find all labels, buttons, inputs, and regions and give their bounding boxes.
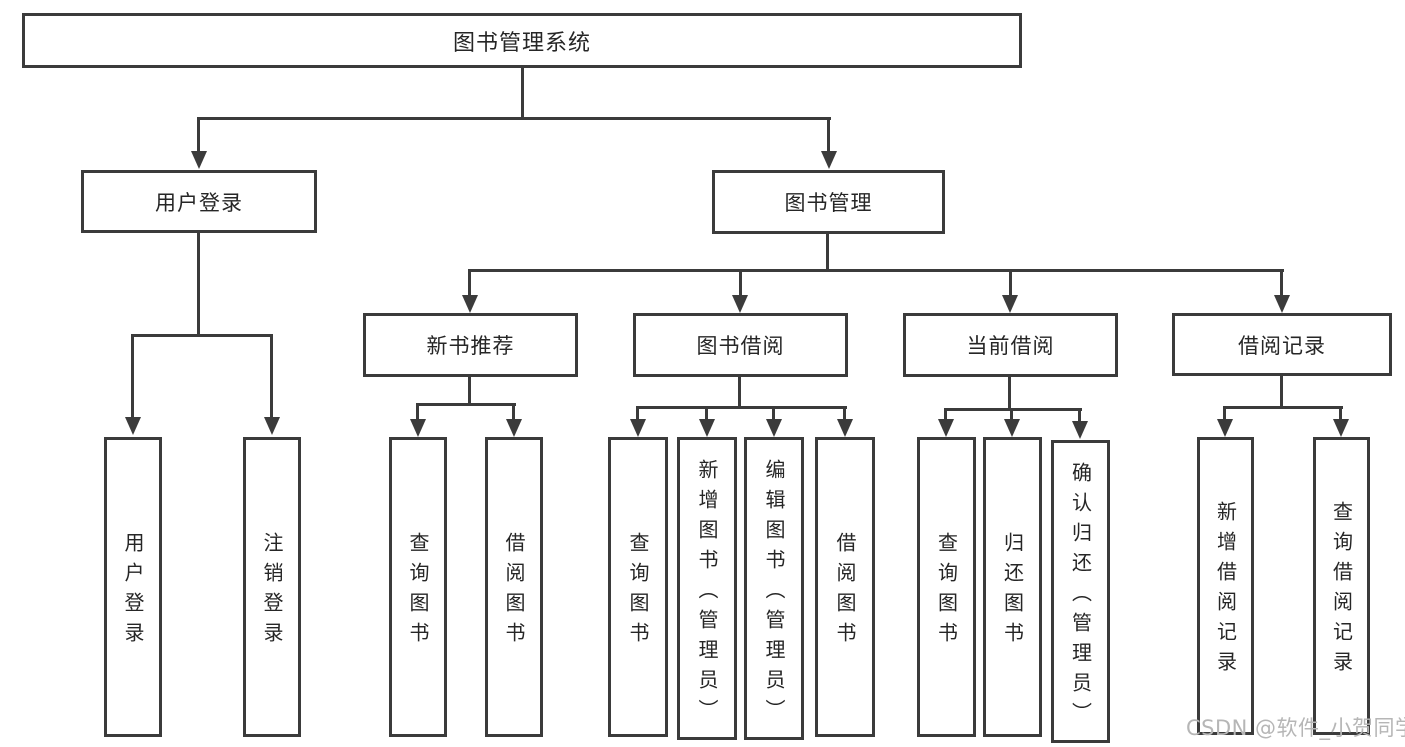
node-leaf-query-books-borrowing: 查询图书 (608, 437, 668, 737)
connector-drop-book-borrowing (739, 271, 742, 297)
connector-borrowing-records-rail (1223, 406, 1343, 409)
arrowhead-down-icon (191, 151, 207, 169)
node-leaf-query-borrow-record-label: 查询借阅记录 (1329, 501, 1354, 681)
arrowhead-down-icon (462, 295, 478, 313)
node-current-borrowing-label: 当前借阅 (966, 334, 1055, 358)
connector-book-borrowing-stem (738, 377, 741, 408)
connector-drop (1010, 410, 1013, 421)
connector-drop (1339, 408, 1342, 421)
connector-borrowing-records-stem (1280, 376, 1283, 408)
arrowhead-down-icon (837, 419, 853, 437)
node-leaf-confirm-return-admin: 确认归还（管理员） (1051, 440, 1110, 743)
node-root: 图书管理系统 (22, 13, 1022, 68)
node-leaf-add-borrow-record: 新增借阅记录 (1197, 437, 1254, 735)
arrowhead-down-icon (1217, 419, 1233, 437)
arrowhead-down-icon (821, 151, 837, 169)
node-leaf-logout-login-label: 注销登录 (260, 532, 284, 652)
node-current-borrowing: 当前借阅 (903, 313, 1118, 377)
arrowhead-down-icon (938, 419, 954, 437)
connector-root-rail (197, 117, 831, 120)
connector-root-stem (521, 68, 524, 118)
connector-book-management-stem (826, 234, 829, 272)
connector-drop (705, 408, 708, 421)
node-leaf-user-login: 用户登录 (104, 437, 162, 737)
node-book-borrowing-label: 图书借阅 (696, 334, 785, 358)
connector-drop-leaf-user-login (131, 336, 134, 417)
node-new-book-recommend-label: 新书推荐 (426, 334, 515, 358)
node-leaf-borrow-books-borrowing-label: 借阅图书 (833, 532, 857, 652)
node-leaf-return-books-label: 归还图书 (1000, 532, 1025, 652)
arrowhead-down-icon (630, 419, 646, 437)
node-borrowing-records-label: 借阅记录 (1238, 333, 1326, 358)
connector-drop-user-login (197, 119, 200, 152)
connector-user-login-stem (197, 233, 200, 336)
node-leaf-borrow-books-recommend-label: 借阅图书 (502, 532, 526, 652)
node-leaf-query-books-borrowing-label: 查询图书 (626, 532, 650, 652)
node-user-login-label: 用户登录 (155, 190, 243, 215)
connector-drop (416, 405, 419, 421)
node-root-label: 图书管理系统 (452, 30, 591, 56)
arrowhead-down-icon (1333, 419, 1349, 437)
node-leaf-logout-login: 注销登录 (243, 437, 301, 737)
connector-drop (1078, 410, 1081, 421)
node-leaf-edit-books-admin-label: 编辑图书（管理员） (762, 458, 786, 729)
node-leaf-query-books-recommend-label: 查询图书 (406, 532, 430, 652)
connector-drop-borrowing-records (1280, 271, 1283, 297)
connector-new-book-stem (468, 377, 471, 405)
node-leaf-query-books-current-label: 查询图书 (934, 532, 959, 652)
connector-drop (636, 408, 639, 421)
node-leaf-add-borrow-record-label: 新增借阅记录 (1213, 501, 1238, 681)
arrowhead-down-icon (1072, 421, 1088, 439)
node-leaf-borrow-books-recommend: 借阅图书 (485, 437, 543, 737)
watermark: CSDN @软件_小贺同学 (1186, 716, 1405, 740)
connector-user-login-rail (131, 334, 273, 337)
connector-current-borrowing-stem (1008, 377, 1011, 410)
node-new-book-recommend: 新书推荐 (363, 313, 578, 377)
arrowhead-down-icon (766, 419, 782, 437)
node-leaf-add-books-admin: 新增图书（管理员） (677, 437, 737, 740)
arrowhead-down-icon (732, 295, 748, 313)
node-user-login: 用户登录 (81, 170, 317, 233)
connector-drop-current-borrowing (1009, 271, 1012, 297)
connector-drop (1223, 408, 1226, 421)
arrowhead-down-icon (125, 417, 141, 435)
node-borrowing-records: 借阅记录 (1172, 313, 1392, 376)
node-leaf-return-books: 归还图书 (983, 437, 1042, 737)
node-leaf-confirm-return-admin-label: 确认归还（管理员） (1068, 461, 1093, 732)
connector-drop-leaf-logout (270, 336, 273, 417)
connector-drop-book-management (827, 119, 830, 152)
connector-book-management-rail (468, 269, 1284, 272)
arrowhead-down-icon (506, 419, 522, 437)
connector-drop (944, 410, 947, 421)
node-book-borrowing: 图书借阅 (633, 313, 848, 377)
node-leaf-query-books-current: 查询图书 (917, 437, 976, 737)
arrowhead-down-icon (264, 417, 280, 435)
node-leaf-user-login-label: 用户登录 (121, 532, 145, 652)
arrowhead-down-icon (1274, 295, 1290, 313)
connector-drop (772, 408, 775, 421)
node-leaf-edit-books-admin: 编辑图书（管理员） (744, 437, 804, 740)
arrowhead-down-icon (1004, 419, 1020, 437)
node-leaf-query-books-recommend: 查询图书 (389, 437, 447, 737)
arrowhead-down-icon (1002, 295, 1018, 313)
connector-current-borrowing-rail (944, 408, 1082, 411)
connector-drop (512, 405, 515, 421)
connector-drop-new-book-recommend (468, 271, 471, 297)
node-leaf-query-borrow-record: 查询借阅记录 (1313, 437, 1370, 735)
arrowhead-down-icon (699, 419, 715, 437)
arrowhead-down-icon (410, 419, 426, 437)
node-book-management: 图书管理 (712, 170, 945, 234)
connector-drop (843, 408, 846, 421)
connector-book-borrowing-rail (636, 406, 847, 409)
node-leaf-add-books-admin-label: 新增图书（管理员） (695, 458, 719, 729)
connector-new-book-rail (416, 403, 516, 406)
node-leaf-borrow-books-borrowing: 借阅图书 (815, 437, 875, 737)
node-book-management-label: 图书管理 (784, 191, 873, 215)
